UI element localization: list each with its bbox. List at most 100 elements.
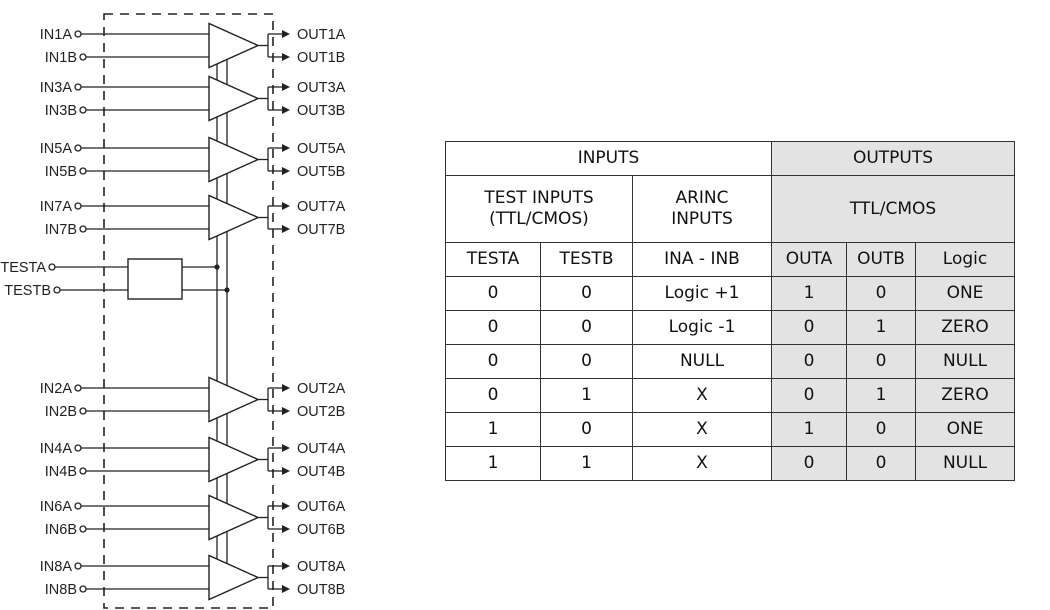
output-arrow-icon bbox=[282, 525, 290, 533]
cell-testa: 1 bbox=[445, 446, 541, 481]
output-label: OUT3A bbox=[297, 80, 346, 96]
test-pin-icon bbox=[53, 286, 61, 294]
cell-testa: 0 bbox=[445, 276, 541, 311]
cell-logic: NULL bbox=[915, 446, 1015, 481]
input-label: IN6A bbox=[40, 499, 73, 515]
output-label: OUT7B bbox=[297, 222, 345, 238]
cell-testb: 0 bbox=[540, 344, 633, 379]
arinc-inputs-header: ARINC INPUTS bbox=[632, 175, 772, 243]
output-label: OUT5A bbox=[297, 141, 346, 157]
cell-testa: 1 bbox=[445, 412, 541, 447]
cell-testa: 0 bbox=[445, 310, 541, 345]
input-label: IN7B bbox=[45, 222, 77, 238]
cell-ina-inb: Logic +1 bbox=[632, 276, 772, 311]
test-pin-label: TESTA bbox=[0, 260, 46, 276]
cell-outb: 0 bbox=[846, 446, 916, 481]
cell-logic: ONE bbox=[915, 276, 1015, 311]
column-header-logic: Logic bbox=[915, 242, 1015, 277]
input-pin-icon bbox=[74, 384, 82, 392]
output-label: OUT1A bbox=[297, 27, 346, 43]
cell-outa: 0 bbox=[771, 378, 847, 413]
input-label: IN2A bbox=[40, 381, 73, 397]
input-label: IN5B bbox=[45, 164, 77, 180]
cell-testb: 0 bbox=[540, 276, 633, 311]
cell-logic: ONE bbox=[915, 412, 1015, 447]
cell-testb: 1 bbox=[540, 378, 633, 413]
cell-testa: 0 bbox=[445, 378, 541, 413]
cell-outb: 0 bbox=[846, 276, 916, 311]
input-label: IN8B bbox=[45, 582, 77, 598]
truth-table: INPUTS OUTPUTS TEST INPUTS (TTL/CMOS) AR… bbox=[445, 141, 1015, 481]
cell-testb: 0 bbox=[540, 310, 633, 345]
receiver-triangle-icon bbox=[208, 22, 260, 69]
output-arrow-icon bbox=[282, 502, 290, 510]
input-label: IN1A bbox=[40, 27, 73, 43]
cell-ina-inb: X bbox=[632, 412, 772, 447]
output-arrow-icon bbox=[282, 83, 290, 91]
cell-logic: NULL bbox=[915, 344, 1015, 379]
junction-dot-icon bbox=[224, 287, 230, 293]
table-row: 1 0 X 1 0 ONE bbox=[445, 412, 1015, 447]
input-pin-icon bbox=[79, 106, 87, 114]
column-header-testa: TESTA bbox=[445, 242, 541, 277]
cell-outa: 0 bbox=[771, 310, 847, 345]
column-header-outb: OUTB bbox=[846, 242, 916, 277]
input-pin-icon bbox=[74, 30, 82, 38]
table-row: 0 0 NULL 0 0 NULL bbox=[445, 344, 1015, 379]
cell-outa: 1 bbox=[771, 412, 847, 447]
table-row: 0 0 Logic +1 1 0 ONE bbox=[445, 276, 1015, 311]
cell-outa: 0 bbox=[771, 446, 847, 481]
output-label: OUT4B bbox=[297, 464, 345, 480]
junction-dot-icon bbox=[214, 264, 220, 270]
output-arrow-icon bbox=[282, 562, 290, 570]
outputs-header: OUTPUTS bbox=[771, 141, 1015, 176]
input-pin-icon bbox=[74, 144, 82, 152]
ttl-cmos-header: TTL/CMOS bbox=[771, 175, 1015, 243]
output-arrow-icon bbox=[282, 53, 290, 61]
output-arrow-icon bbox=[282, 407, 290, 415]
output-arrow-icon bbox=[282, 467, 290, 475]
table-row: 0 1 X 0 1 ZERO bbox=[445, 378, 1015, 413]
input-pin-icon bbox=[79, 225, 87, 233]
output-arrow-icon bbox=[282, 225, 290, 233]
receiver-triangle-icon bbox=[208, 436, 260, 483]
cell-testb: 0 bbox=[540, 412, 633, 447]
input-label: IN4A bbox=[40, 441, 73, 457]
output-arrow-icon bbox=[282, 106, 290, 114]
input-pin-icon bbox=[74, 83, 82, 91]
receiver-triangle-icon bbox=[208, 494, 260, 541]
output-label: OUT6B bbox=[297, 522, 345, 538]
output-arrow-icon bbox=[282, 144, 290, 152]
block-diagram: IN1AIN1BOUT1AOUT1BIN3AIN3BOUT3AOUT3BIN5A… bbox=[0, 13, 346, 609]
input-pin-icon bbox=[74, 444, 82, 452]
cell-logic: ZERO bbox=[915, 378, 1015, 413]
input-label: IN2B bbox=[45, 404, 77, 420]
output-label: OUT6A bbox=[297, 499, 346, 515]
column-header-outa: OUTA bbox=[771, 242, 847, 277]
output-label: OUT2B bbox=[297, 404, 345, 420]
receiver-triangle-icon bbox=[208, 75, 260, 122]
input-pin-icon bbox=[74, 202, 82, 210]
package-boundary bbox=[103, 13, 274, 609]
input-label: IN7A bbox=[40, 199, 73, 215]
receiver-triangle-icon bbox=[208, 136, 260, 183]
output-label: OUT2A bbox=[297, 381, 346, 397]
test-inputs-header: TEST INPUTS (TTL/CMOS) bbox=[445, 175, 633, 243]
input-label: IN6B bbox=[45, 522, 77, 538]
cell-outa: 1 bbox=[771, 276, 847, 311]
output-arrow-icon bbox=[282, 585, 290, 593]
test-logic-block bbox=[127, 258, 183, 300]
output-arrow-icon bbox=[282, 167, 290, 175]
cell-ina-inb: NULL bbox=[632, 344, 772, 379]
inputs-header: INPUTS bbox=[445, 141, 772, 176]
table-row: 0 0 Logic -1 0 1 ZERO bbox=[445, 310, 1015, 345]
input-pin-icon bbox=[79, 467, 87, 475]
cell-outb: 1 bbox=[846, 378, 916, 413]
output-label: OUT8B bbox=[297, 582, 345, 598]
receiver-triangle-icon bbox=[208, 376, 260, 423]
table-row: 1 1 X 0 0 NULL bbox=[445, 446, 1015, 481]
cell-outb: 0 bbox=[846, 412, 916, 447]
output-label: OUT7A bbox=[297, 199, 346, 215]
output-label: OUT5B bbox=[297, 164, 345, 180]
input-label: IN4B bbox=[45, 464, 77, 480]
